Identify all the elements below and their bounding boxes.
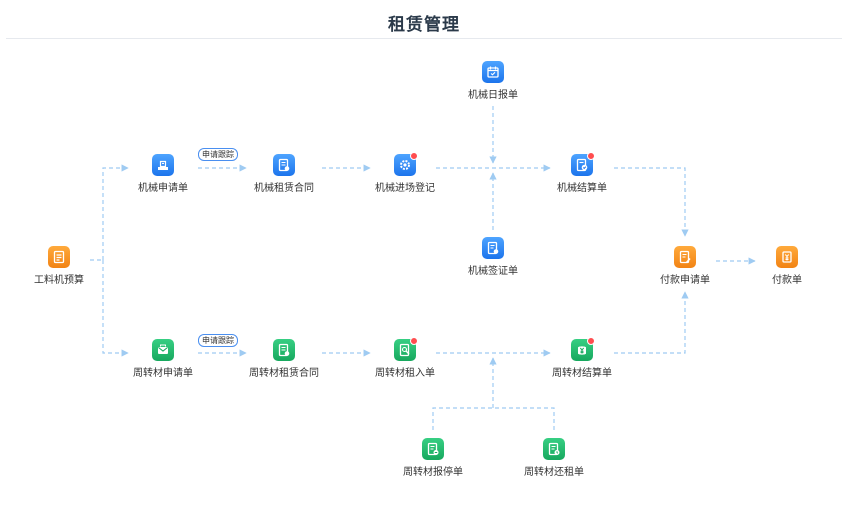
node-label: 机械租赁合同 — [254, 183, 314, 194]
material-apply-track-tag[interactable]: 申请跟踪 — [198, 334, 238, 347]
node-label: 机械签证单 — [468, 266, 518, 277]
page-title: 租赁管理 — [388, 15, 460, 35]
node-label: 机械进场登记 — [375, 183, 435, 194]
connector-machine-settle-pay — [614, 167, 689, 237]
node-label: 机械结算单 — [557, 183, 607, 194]
node-label: 周转材租赁合同 — [249, 368, 319, 379]
node-label: 周转材还租单 — [524, 467, 584, 478]
node-label: 周转材报停单 — [403, 467, 463, 478]
connector-stop-return-branch — [432, 407, 555, 430]
calendar-icon — [482, 61, 504, 83]
node-label: 工料机预算 — [34, 275, 84, 286]
payment-icon — [776, 246, 798, 268]
title-divider — [6, 38, 842, 39]
mail-icon — [152, 339, 174, 361]
node-machine-contract[interactable]: 机械租赁合同 — [239, 154, 329, 194]
notification-dot — [587, 152, 595, 160]
yen-icon — [571, 337, 595, 361]
node-label: 周转材申请单 — [133, 368, 193, 379]
node-machine-daily[interactable]: 机械日报单 — [448, 61, 538, 101]
node-label: 周转材结算单 — [552, 368, 612, 379]
return-icon — [543, 438, 565, 460]
node-machine-apply[interactable]: 机械申请单 — [118, 154, 208, 194]
node-machine-visa[interactable]: 机械签证单 — [448, 237, 538, 277]
settle-icon — [571, 152, 595, 176]
rent-in-icon — [394, 337, 418, 361]
connector-budget-to-machine — [102, 164, 129, 260]
node-material-settle[interactable]: 周转材结算单 — [537, 337, 627, 379]
contract-icon — [273, 154, 295, 176]
node-material-rent[interactable]: 周转材租入单 — [360, 337, 450, 379]
notification-dot — [410, 337, 418, 345]
node-material-stop[interactable]: 周转材报停单 — [388, 438, 478, 478]
node-material-return[interactable]: 周转材还租单 — [509, 438, 599, 478]
apply-icon — [152, 154, 174, 176]
node-label: 付款单 — [772, 275, 802, 286]
node-machine-entry[interactable]: 机械进场登记 — [360, 152, 450, 194]
notification-dot — [410, 152, 418, 160]
node-label: 周转材租入单 — [375, 368, 435, 379]
stop-report-icon — [422, 438, 444, 460]
node-material-apply[interactable]: 周转材申请单 — [118, 339, 208, 379]
notification-dot — [587, 337, 595, 345]
node-label: 机械申请单 — [138, 183, 188, 194]
connector-material-settle-pay — [614, 291, 689, 354]
pay-apply-icon — [674, 246, 696, 268]
contract-icon — [273, 339, 295, 361]
node-pay-apply[interactable]: 付款申请单 — [640, 246, 730, 286]
node-budget[interactable]: 工料机预算 — [14, 246, 104, 286]
connector-budget-to-material — [102, 260, 129, 357]
node-machine-settle[interactable]: 机械结算单 — [537, 152, 627, 194]
machine-apply-track-tag[interactable]: 申请跟踪 — [198, 148, 238, 161]
node-material-contract[interactable]: 周转材租赁合同 — [239, 339, 329, 379]
node-pay[interactable]: 付款单 — [742, 246, 832, 286]
node-label: 机械日报单 — [468, 90, 518, 101]
visa-icon — [482, 237, 504, 259]
node-label: 付款申请单 — [660, 275, 710, 286]
budget-icon — [48, 246, 70, 268]
gear-icon — [394, 152, 418, 176]
